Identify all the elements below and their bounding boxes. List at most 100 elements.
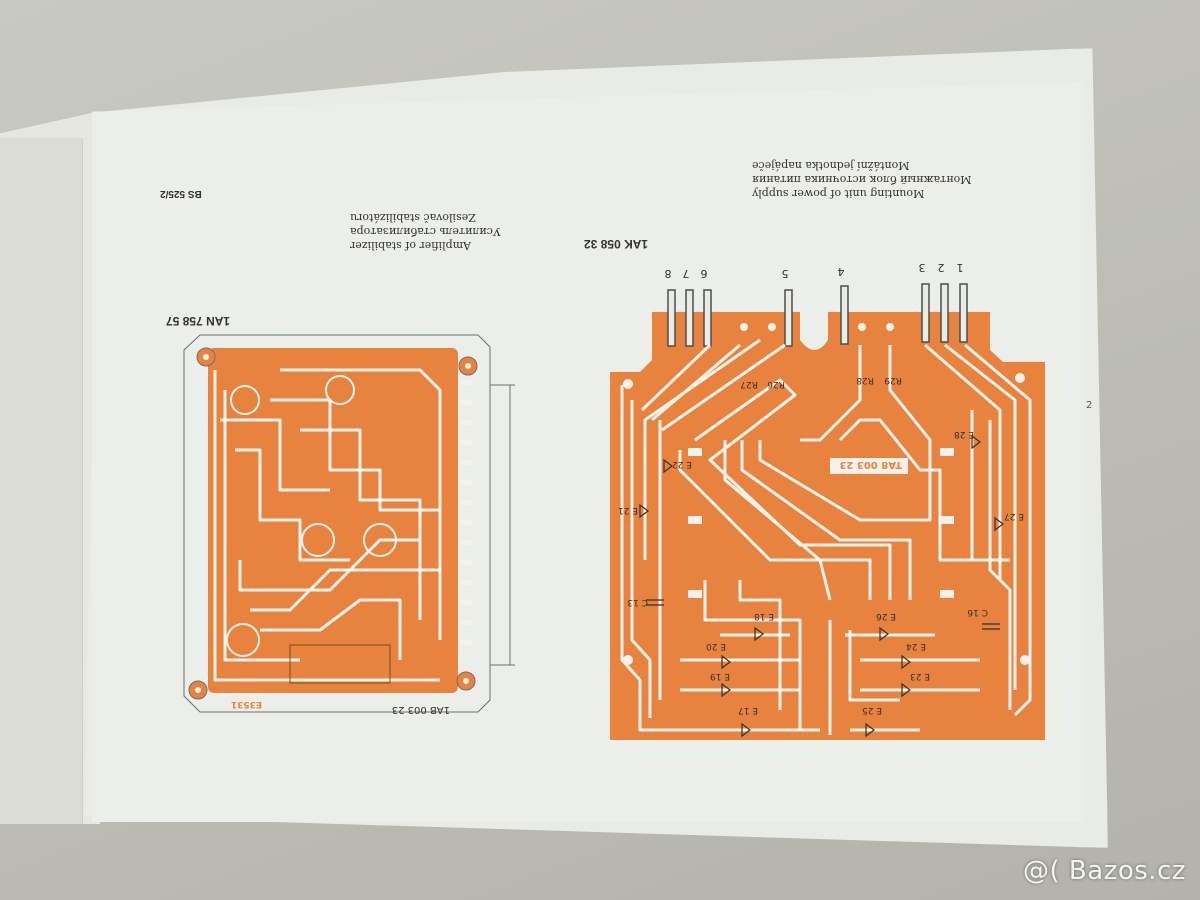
right-trace-16 xyxy=(924,343,1002,580)
left-board-outline xyxy=(183,334,491,713)
left-edge-pad xyxy=(460,560,472,565)
diode-symbol xyxy=(741,722,751,738)
left-mount-hole-br-center xyxy=(463,678,469,684)
right-trace-9 xyxy=(723,440,832,601)
right-pad xyxy=(940,516,954,524)
right-diodes xyxy=(639,434,1004,738)
label-r29: R29 xyxy=(884,375,902,385)
right-board-mark: TA8 003 23 xyxy=(839,459,902,470)
left-edge-pad xyxy=(460,400,472,405)
label-e21: E 21 xyxy=(618,505,638,515)
diode-symbol xyxy=(971,434,981,450)
right-pad xyxy=(623,379,633,389)
left-mount-hole-tr-center xyxy=(465,363,471,369)
right-component-labels: R26 R27 R28 R29 E 28 E 27 E 22 E 21 C 13… xyxy=(618,375,1024,715)
left-edge-pad xyxy=(460,440,472,445)
label-e22: E 22 xyxy=(672,459,692,469)
label-e24: E 24 xyxy=(906,641,926,651)
left-trace-5 xyxy=(250,568,440,612)
right-pad xyxy=(688,448,702,456)
left-trace-4 xyxy=(238,538,420,592)
right-pad xyxy=(688,590,702,598)
right-trace-10 xyxy=(740,440,912,600)
right-board-traces xyxy=(620,338,1032,735)
right-pad xyxy=(940,590,954,598)
label-r27: R27 xyxy=(740,379,758,389)
left-edge-pad xyxy=(460,540,472,545)
right-pad xyxy=(858,323,866,331)
diode-symbol xyxy=(879,626,889,642)
label-e20: E 20 xyxy=(706,641,726,651)
pin-label-5: 5 xyxy=(782,267,789,280)
right-pads xyxy=(623,323,1030,665)
left-edge-pad xyxy=(460,420,472,425)
right-board-copper xyxy=(610,312,1045,740)
right-pin-2 xyxy=(940,283,949,343)
left-transistor-2 xyxy=(325,375,355,405)
right-pins xyxy=(667,283,968,347)
left-edge-pad xyxy=(460,600,472,605)
diode-symbol xyxy=(901,654,911,670)
left-mount-hole-tl-center xyxy=(203,354,209,360)
watermark: @( Bazos.cz xyxy=(1023,856,1186,886)
right-pin-3 xyxy=(921,283,930,343)
right-pad xyxy=(1015,373,1025,383)
left-trace-9 xyxy=(260,598,402,660)
left-transistor-1 xyxy=(230,385,260,415)
right-trace-15 xyxy=(944,343,1017,690)
right-pad xyxy=(740,323,748,331)
right-pad xyxy=(1020,655,1030,665)
pin-label-6: 6 xyxy=(701,267,708,280)
right-pad xyxy=(623,655,633,665)
right-trace-18 xyxy=(988,420,1012,710)
diode-symbol xyxy=(663,458,673,474)
right-trace-1 xyxy=(620,385,820,732)
label-e27: E 27 xyxy=(1004,511,1024,521)
left-transistor-5 xyxy=(226,623,260,657)
diode-symbol xyxy=(865,722,875,738)
left-bottom-code: 1AB 003 23 xyxy=(392,704,450,715)
diode-symbol xyxy=(994,516,1004,532)
pin-label-4: 4 xyxy=(838,265,845,278)
right-trace-22 xyxy=(848,630,900,702)
left-edge-pad xyxy=(460,620,472,625)
left-trace-7 xyxy=(280,368,442,640)
label-e19: E 19 xyxy=(710,671,730,681)
right-pin-8 xyxy=(667,289,676,347)
label-r28: R28 xyxy=(856,375,874,385)
label-c16: C 16 xyxy=(967,607,988,617)
right-pad xyxy=(688,516,702,524)
right-trace-4 xyxy=(651,343,741,422)
diode-symbol xyxy=(721,654,731,670)
right-pin-5 xyxy=(784,289,793,347)
right-trace-20 xyxy=(738,580,782,710)
right-pin-labels: 1 2 3 4 5 6 7 8 xyxy=(665,261,964,280)
left-trace-3 xyxy=(235,448,350,562)
label-e28: E 28 xyxy=(954,429,974,439)
right-pin-4 xyxy=(840,285,849,345)
pin-label-1: 1 xyxy=(957,261,964,274)
left-board: E3531 1AB 003 23 xyxy=(183,334,515,715)
page-number: 2 xyxy=(1086,400,1093,411)
left-edge-pads xyxy=(460,380,472,645)
left-board-copper xyxy=(208,348,458,693)
right-pad xyxy=(940,448,954,456)
label-c13: C 13 xyxy=(627,597,648,607)
left-edge-pad xyxy=(460,580,472,585)
left-trace-2 xyxy=(223,390,300,662)
right-pin-7 xyxy=(685,289,694,347)
left-trace-6 xyxy=(270,398,440,512)
right-board: 1 2 3 4 5 6 7 8 xyxy=(610,261,1045,740)
label-r26: R26 xyxy=(767,379,785,389)
left-mount-hole-bl-center xyxy=(195,687,201,693)
diode-symbol xyxy=(639,503,649,519)
right-trace-6 xyxy=(661,343,786,432)
right-trace-7 xyxy=(678,450,872,600)
right-trace-14 xyxy=(964,343,1032,717)
left-page-inner xyxy=(0,138,83,824)
left-board-traces xyxy=(213,368,442,682)
right-trace-19 xyxy=(703,580,802,730)
diode-symbol xyxy=(901,682,911,698)
